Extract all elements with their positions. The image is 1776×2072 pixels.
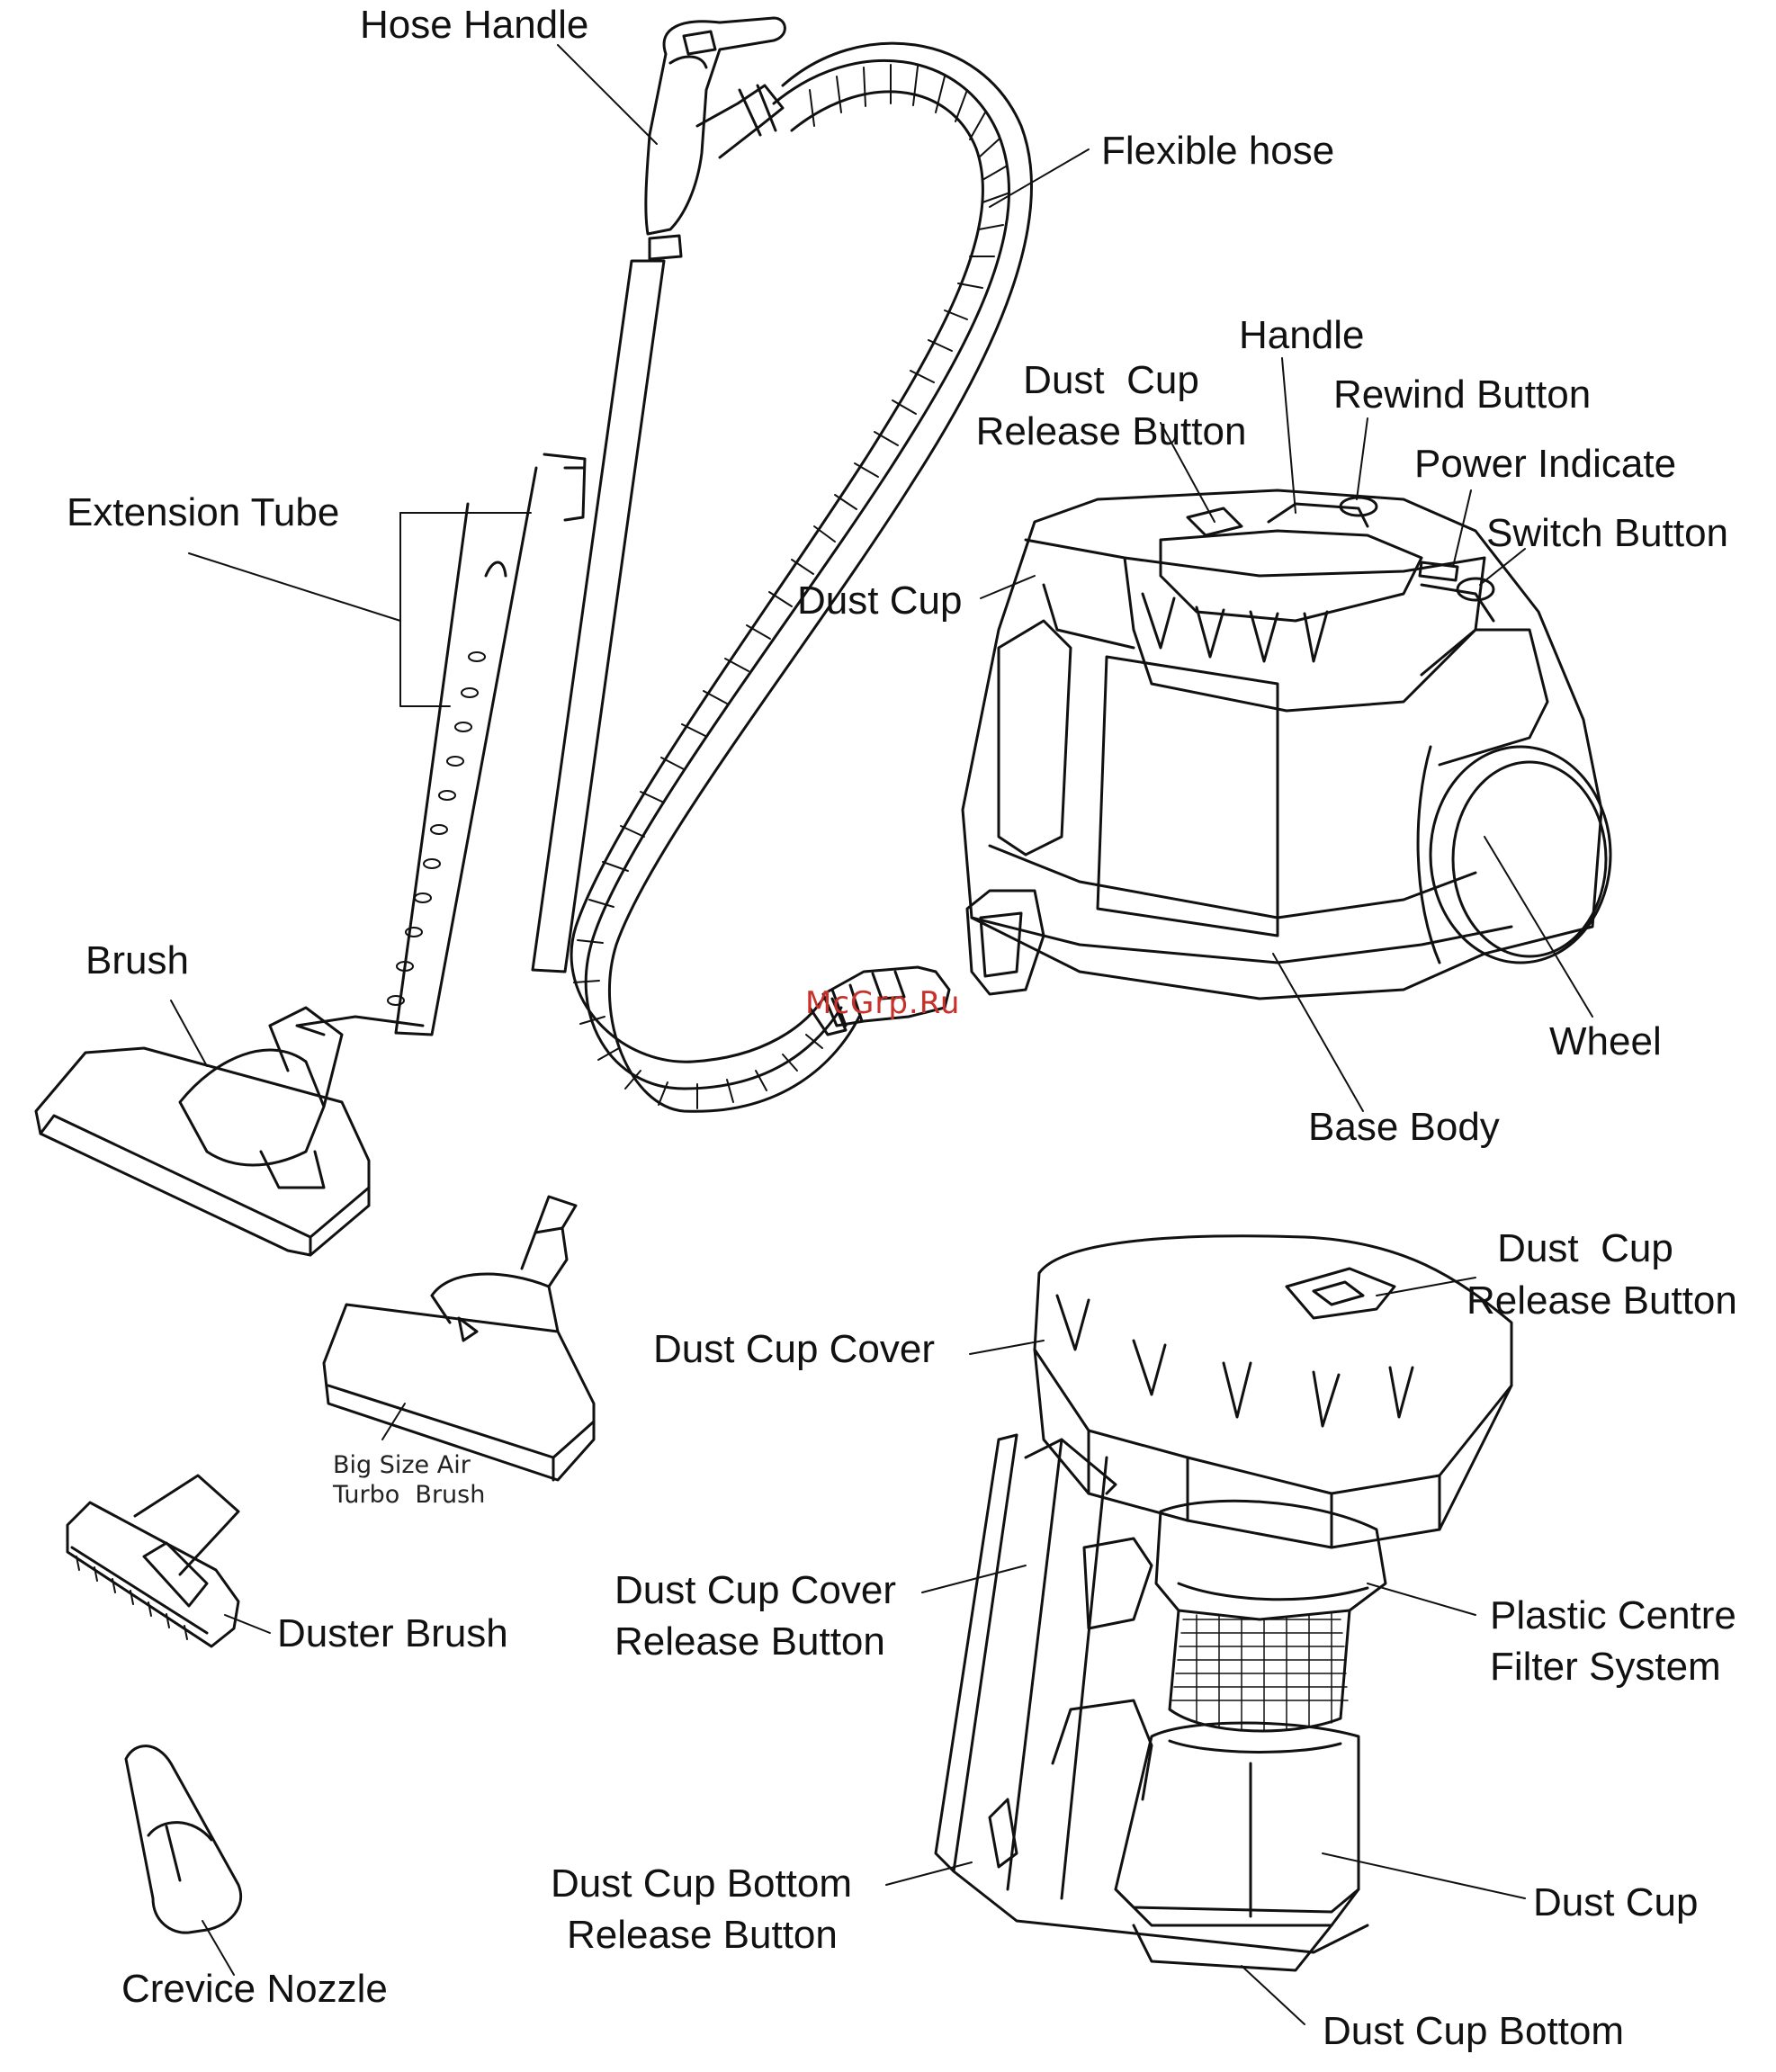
turbo-brush-drawing <box>322 1195 596 1482</box>
label-brush: Brush <box>85 938 189 982</box>
label-handle: Handle <box>1239 313 1365 357</box>
label-cover-release-line2: Release Button <box>614 1619 885 1664</box>
label-wheel: Wheel <box>1549 1019 1662 1063</box>
watermark-text: McGrp.Ru <box>805 985 961 1021</box>
label-rewind-button: Rewind Button <box>1333 372 1592 417</box>
label-dust-cup-cover: Dust Cup Cover <box>653 1327 936 1371</box>
label-big-turbo-line2: Turbo Brush <box>333 1481 486 1509</box>
label-power-indicate: Power Indicate <box>1414 442 1677 486</box>
label-crevice-nozzle: Crevice Nozzle <box>121 1967 388 2011</box>
label-duster-brush: Duster Brush <box>277 1611 508 1655</box>
extension-tube-drawing <box>295 259 666 1036</box>
hose-handle-drawing <box>644 16 786 261</box>
label-base-body: Base Body <box>1308 1105 1500 1149</box>
flexible-hose-drawing <box>570 41 1033 1113</box>
leader-lines <box>170 44 1593 2025</box>
label-dust-cup-release-low-line1: Dust Cup <box>1497 1226 1673 1270</box>
label-plastic-centre-line2: Filter System <box>1490 1645 1721 1689</box>
label-hose-handle: Hose Handle <box>360 3 589 47</box>
label-bottom-release-line2: Release Button <box>567 1913 838 1957</box>
label-dust-cup-release-top-line1: Dust Cup <box>1023 358 1199 402</box>
label-dust-cup-top: Dust Cup <box>797 579 963 623</box>
label-switch-button: Switch Button <box>1486 511 1729 555</box>
label-bottom-release-line1: Dust Cup Bottom <box>551 1861 853 1906</box>
label-extension-tube: Extension Tube <box>67 490 340 534</box>
label-flexible-hose: Flexible hose <box>1101 129 1335 173</box>
label-plastic-centre-line1: Plastic Centre <box>1490 1593 1736 1637</box>
label-big-turbo-line1: Big Size Air <box>333 1451 471 1479</box>
label-cover-release-line1: Dust Cup Cover <box>614 1568 897 1612</box>
label-dust-cup-release-low-line2: Release Button <box>1467 1278 1737 1323</box>
label-dust-cup-low: Dust Cup <box>1533 1880 1699 1924</box>
dust-cup-exploded-drawing <box>934 1234 1513 1972</box>
label-dust-cup-release-top-line2: Release Button <box>975 409 1247 453</box>
brush-drawing <box>34 1006 371 1257</box>
label-dust-cup-bottom: Dust Cup Bottom <box>1323 2009 1625 2053</box>
main-body-drawing <box>961 489 1612 1000</box>
duster-brush-drawing <box>66 1474 240 1648</box>
crevice-nozzle-drawing <box>124 1745 242 1934</box>
